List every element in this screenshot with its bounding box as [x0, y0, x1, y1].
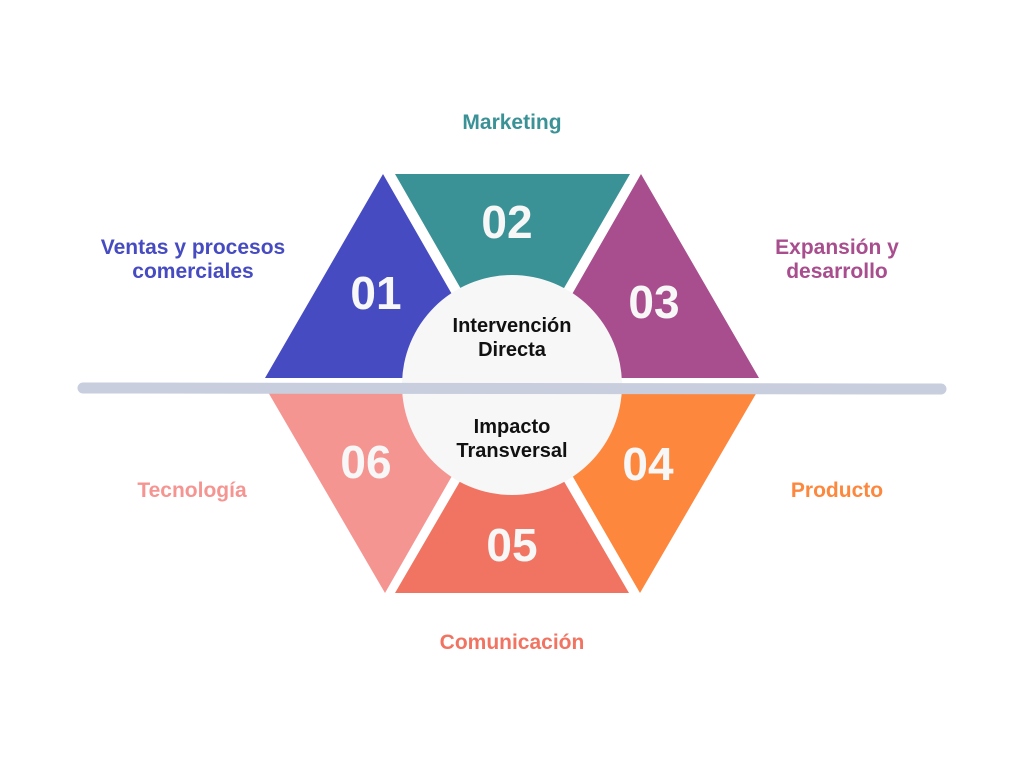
segment-01-number: 01	[350, 267, 401, 319]
segment-04-label-line-1: Producto	[790, 479, 884, 502]
segment-05-label: Comunicación	[412, 631, 612, 655]
segment-05-label-line-1: Comunicación	[439, 631, 585, 654]
segment-03-label: Expansión y desarrollo	[757, 236, 917, 284]
center-bottom-line-2: Transversal	[456, 440, 567, 462]
segment-03-label-line-2: desarrollo	[786, 260, 888, 283]
divider-line	[77, 382, 947, 395]
segment-02-label: Marketing	[412, 111, 612, 135]
segment-03-label-line-1: Expansión y	[775, 236, 899, 259]
segment-05-number: 05	[486, 519, 537, 571]
segment-01-label: Ventas y procesos comerciales	[82, 236, 304, 284]
segment-01-label-line-1: Ventas y procesos	[100, 236, 286, 259]
segment-02-label-line-1: Marketing	[462, 111, 562, 134]
center-bottom-line-1: Impacto	[474, 416, 551, 438]
segment-02-number: 02	[481, 196, 532, 248]
segment-04-label: Producto	[767, 479, 907, 503]
segment-04-number: 04	[622, 438, 674, 490]
segment-06-label: Tecnología	[112, 479, 272, 503]
segment-06-label-line-1: Tecnología	[137, 479, 247, 502]
segment-06-number: 06	[340, 436, 391, 488]
center-top-line-2: Directa	[478, 339, 547, 361]
center-top-line-1: Intervención	[453, 315, 572, 337]
segment-03-number: 03	[628, 276, 679, 328]
segment-01-label-line-2: comerciales	[132, 260, 254, 283]
